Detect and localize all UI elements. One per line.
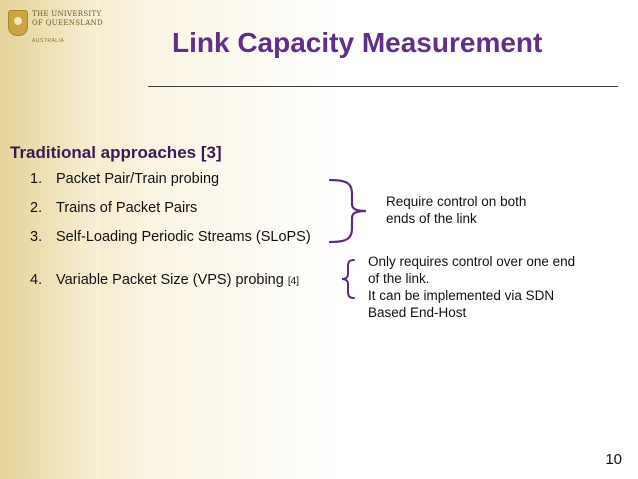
item-number: 3. <box>30 229 43 245</box>
note-line: Based End-Host <box>368 305 467 320</box>
left-brace-icon <box>341 259 355 299</box>
list-item: 2. Trains of Packet Pairs <box>30 200 197 216</box>
item-text: Variable Packet Size (VPS) probing <box>56 272 288 288</box>
item-text: Self-Loading Periodic Streams (SLoPS) <box>56 229 311 245</box>
section-title: Traditional approaches [3] <box>10 143 222 162</box>
item-text: Packet Pair/Train probing <box>56 171 220 187</box>
note-line: Only requires control over one end <box>368 254 576 269</box>
gold-glow <box>100 0 340 479</box>
logo-line-3: AUSTRALIA <box>32 38 65 44</box>
item-number: 1. <box>30 171 43 187</box>
note-line: ends of the link <box>386 211 477 226</box>
crest-icon <box>8 10 28 36</box>
note-one-end: Only requires control over one end of th… <box>368 253 575 321</box>
item-number: 4. <box>30 272 43 288</box>
right-brace-icon <box>328 178 367 244</box>
note-line: of the link. <box>368 271 430 286</box>
note-line: Require control on both <box>386 194 527 209</box>
item-number: 2. <box>30 200 43 216</box>
page-number: 10 <box>605 451 622 468</box>
slide-title: Link Capacity Measurement <box>172 27 543 58</box>
title-divider <box>148 86 618 87</box>
item-reference: [4] <box>287 276 299 287</box>
item-text: Trains of Packet Pairs <box>56 200 198 216</box>
note-line: It can be implemented via SDN <box>368 288 555 303</box>
university-logo: THE UNIVERSITY OF QUEENSLAND AUSTRALIA <box>8 8 108 50</box>
list-item: 4. Variable Packet Size (VPS) probing [4] <box>30 272 299 288</box>
logo-text: THE UNIVERSITY OF QUEENSLAND <box>32 10 103 28</box>
logo-line-1: THE UNIVERSITY <box>32 10 102 18</box>
note-both-ends: Require control on both ends of the link <box>386 193 526 227</box>
logo-line-2: OF QUEENSLAND <box>32 19 103 27</box>
list-item: 1. Packet Pair/Train probing <box>30 171 219 187</box>
list-item: 3. Self-Loading Periodic Streams (SLoPS) <box>30 229 311 245</box>
